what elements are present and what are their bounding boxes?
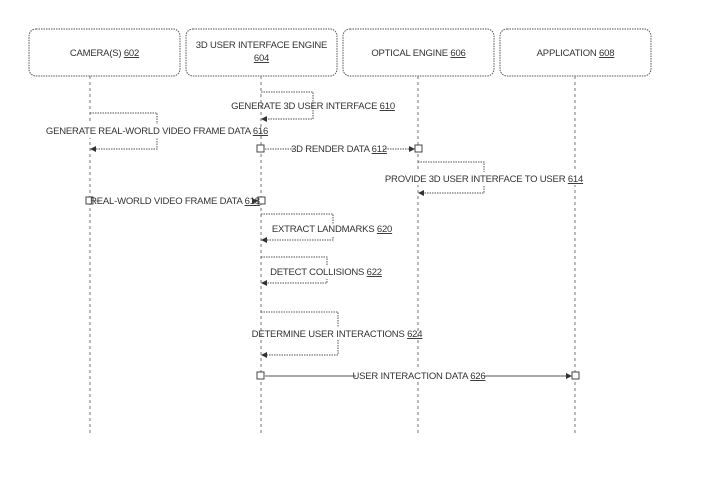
message-end-marker [414,144,423,153]
message-real-world-video-frame-data: REAL-WORLD VIDEO FRAME DATA 618 [85,194,266,207]
participant-label: APPLICATION 608 [537,48,615,59]
message-start-marker [256,371,265,380]
participant-ref: 604 [254,53,269,64]
step-generate-video-frame-data: GENERATE REAL-WORLD VIDEO FRAME DATA 616 [46,112,268,152]
svg-text:DETERMINE USER INTERACTIONS 62: DETERMINE USER INTERACTIONS 624 [252,329,423,340]
step-detect-collisions: DETECT COLLISIONS 622 [261,256,382,286]
step-extract-landmarks: EXTRACT LANDMARKS 620 [261,213,392,243]
svg-text:EXTRACT LANDMARKS 620: EXTRACT LANDMARKS 620 [272,224,392,235]
step-determine-user-interactions: DETERMINE USER INTERACTIONS 624 [252,311,423,358]
participant-ui-engine: 3D USER INTERFACE ENGINE 604 [185,28,338,77]
participant-label: CAMERA(S) 602 [70,48,139,59]
step-provide-3d-ui-to-user: PROVIDE 3D USER INTERFACE TO USER 614 [385,161,583,196]
participant-optical-engine: OPTICAL ENGINE 606 [342,28,495,77]
arrowhead-icon [261,116,267,122]
arrowhead-icon [252,198,258,204]
arrowhead-icon [418,190,424,196]
participant-camera: CAMERA(S) 602 [28,28,181,77]
arrowhead-icon [261,280,267,286]
participant-label: 3D USER INTERFACE ENGINE [196,40,327,51]
arrowhead-icon [409,146,415,152]
svg-text:PROVIDE 3D USER INTERFACE TO U: PROVIDE 3D USER INTERFACE TO USER 614 [385,174,583,185]
svg-text:3D RENDER DATA 612: 3D RENDER DATA 612 [291,144,387,155]
arrowhead-icon [566,373,572,379]
step-generate-3d-ui: GENERATE 3D USER INTERFACE 610 [231,91,395,122]
svg-text:REAL-WORLD VIDEO FRAME DATA 61: REAL-WORLD VIDEO FRAME DATA 618 [90,196,260,207]
svg-text:USER INTERACTION DATA 626: USER INTERACTION DATA 626 [353,371,486,382]
message-end-marker [257,196,266,205]
message-start-marker [256,144,265,153]
svg-text:DETECT COLLISIONS 622: DETECT COLLISIONS 622 [270,267,382,278]
svg-text:GENERATE 3D USER INTERFACE 610: GENERATE 3D USER INTERFACE 610 [231,101,395,112]
arrowhead-icon [261,237,267,243]
message-end-marker [571,371,580,380]
participant-application: APPLICATION 608 [499,28,652,77]
arrowhead-icon [261,352,267,358]
arrowhead-icon [90,146,96,152]
participant-label: OPTICAL ENGINE 606 [371,48,465,59]
message-user-interaction-data: USER INTERACTION DATA 626 [256,369,580,382]
svg-text:GENERATE REAL-WORLD VIDEO FRAM: GENERATE REAL-WORLD VIDEO FRAME DATA 616 [46,126,268,137]
message-start-marker [85,196,94,205]
message-3d-render-data: 3D RENDER DATA 612 [256,142,423,155]
